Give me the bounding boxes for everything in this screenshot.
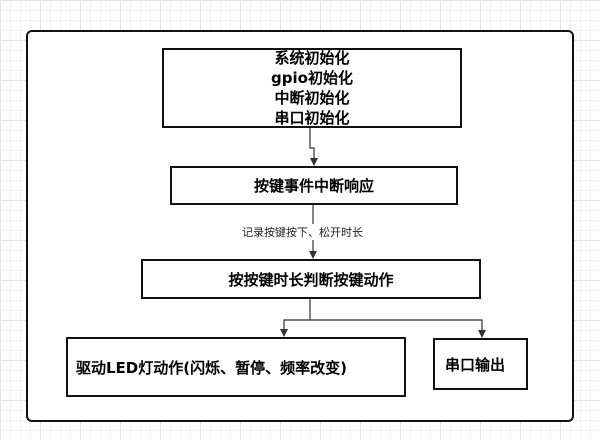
node-init-line: 中断初始化 — [274, 89, 350, 107]
node-interrupt: 按键事件中断响应 — [170, 166, 458, 205]
node-interrupt-label: 按键事件中断响应 — [253, 177, 374, 195]
node-uart: 串口输出 — [433, 338, 528, 390]
node-init: 系统初始化 gpio初始化 中断初始化 串口初始化 — [162, 48, 462, 128]
edge-label-duration: 记录按键按下、松开时长 — [240, 224, 365, 240]
node-uart-label: 串口输出 — [445, 355, 506, 374]
node-init-line: 系统初始化 — [274, 49, 350, 67]
node-judge: 按按键时长判断按键动作 — [141, 259, 481, 299]
node-init-line: 串口初始化 — [274, 109, 350, 127]
node-judge-label: 按按键时长判断按键动作 — [228, 270, 394, 289]
node-led-label: 驱动LED灯动作(闪烁、暂停、频率改变) — [76, 358, 347, 377]
node-led: 驱动LED灯动作(闪烁、暂停、频率改变) — [66, 337, 406, 397]
node-init-line: gpio初始化 — [271, 69, 353, 87]
